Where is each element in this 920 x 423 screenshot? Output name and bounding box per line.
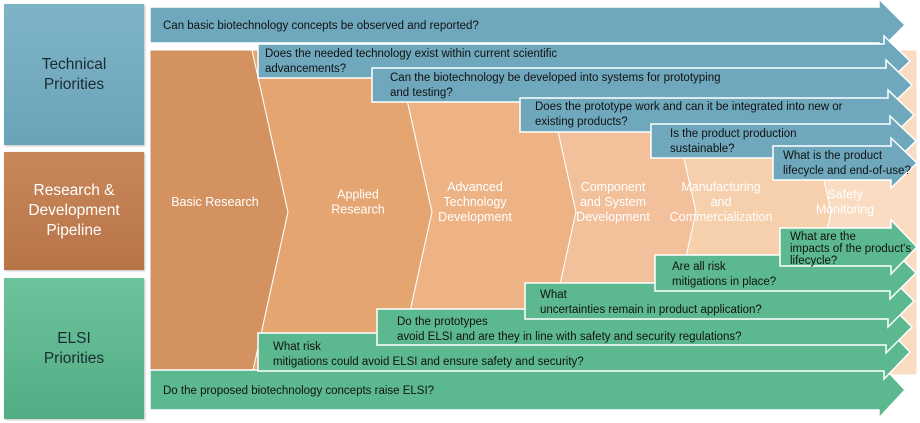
technical-arrow [772, 136, 919, 190]
rd-pipeline-label: Research & Development Pipeline [4, 152, 144, 270]
technical-question: Does the prototype work and can it be in… [535, 101, 843, 128]
technical-priorities-label: Technical Priorities [4, 4, 144, 145]
technical-arrow [149, 0, 907, 53]
technical-question: Can basic biotechnology concepts be obse… [163, 20, 479, 32]
technical-question: Does the needed technology exist within … [265, 48, 557, 75]
technical-question-arrows: Can basic biotechnology concepts be obse… [149, 0, 919, 190]
stage-label: Basic Research [171, 195, 259, 209]
elsi-question: Do the proposed biotechnology concepts r… [163, 385, 434, 397]
elsi-arrow [779, 218, 919, 276]
technical-question: Can the biotechnology be developed into … [390, 72, 721, 99]
elsi-priorities-label: ELSI Priorities [4, 278, 144, 419]
